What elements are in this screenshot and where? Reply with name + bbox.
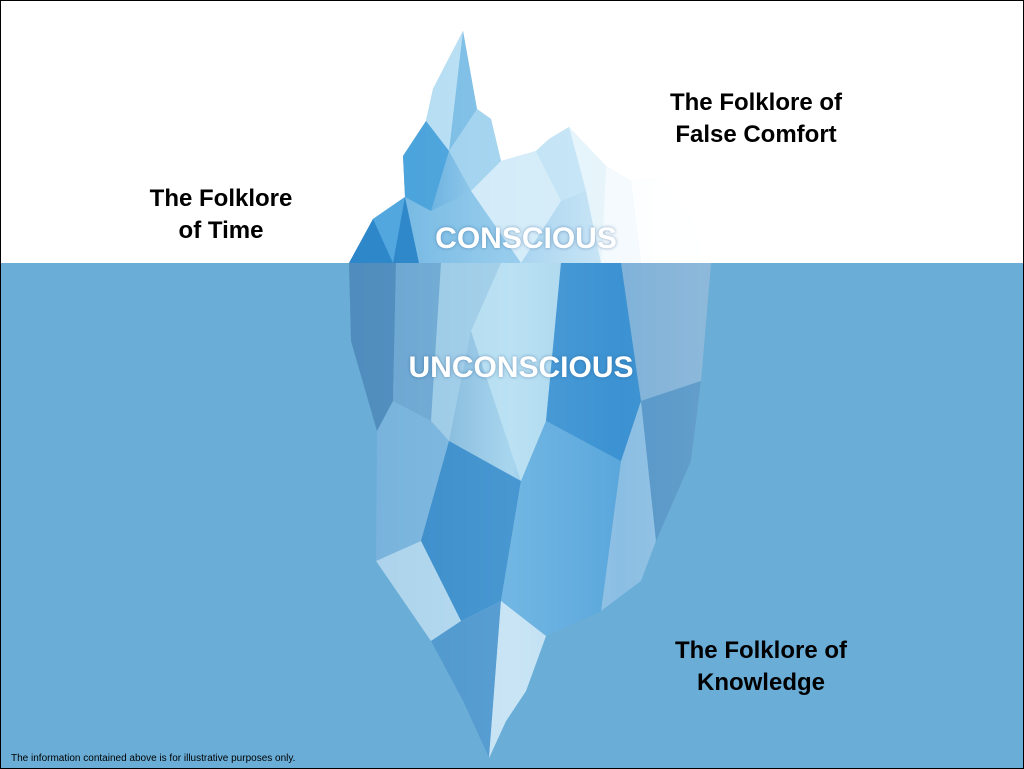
label-line: Knowledge — [696, 669, 825, 696]
iceberg-tip — [349, 31, 711, 263]
disclaimer-text: The information contained above is for i… — [11, 753, 296, 764]
label-line: The Folklore — [149, 185, 293, 212]
iceberg-base — [349, 263, 711, 758]
label-folklore-of-false-comfort: The Folklore of False Comfort — [616, 87, 896, 151]
label-folklore-of-time: The Folklore of Time — [111, 183, 331, 247]
label-line: The Folklore of — [674, 637, 847, 664]
label-folklore-of-knowledge: The Folklore of Knowledge — [621, 635, 901, 699]
zone-unconscious: UNCONSCIOUS — [408, 351, 634, 384]
zone-conscious: CONSCIOUS — [435, 222, 617, 255]
label-line: The Folklore of — [669, 89, 842, 116]
label-line: False Comfort — [675, 121, 837, 148]
label-line: of Time — [178, 217, 264, 244]
